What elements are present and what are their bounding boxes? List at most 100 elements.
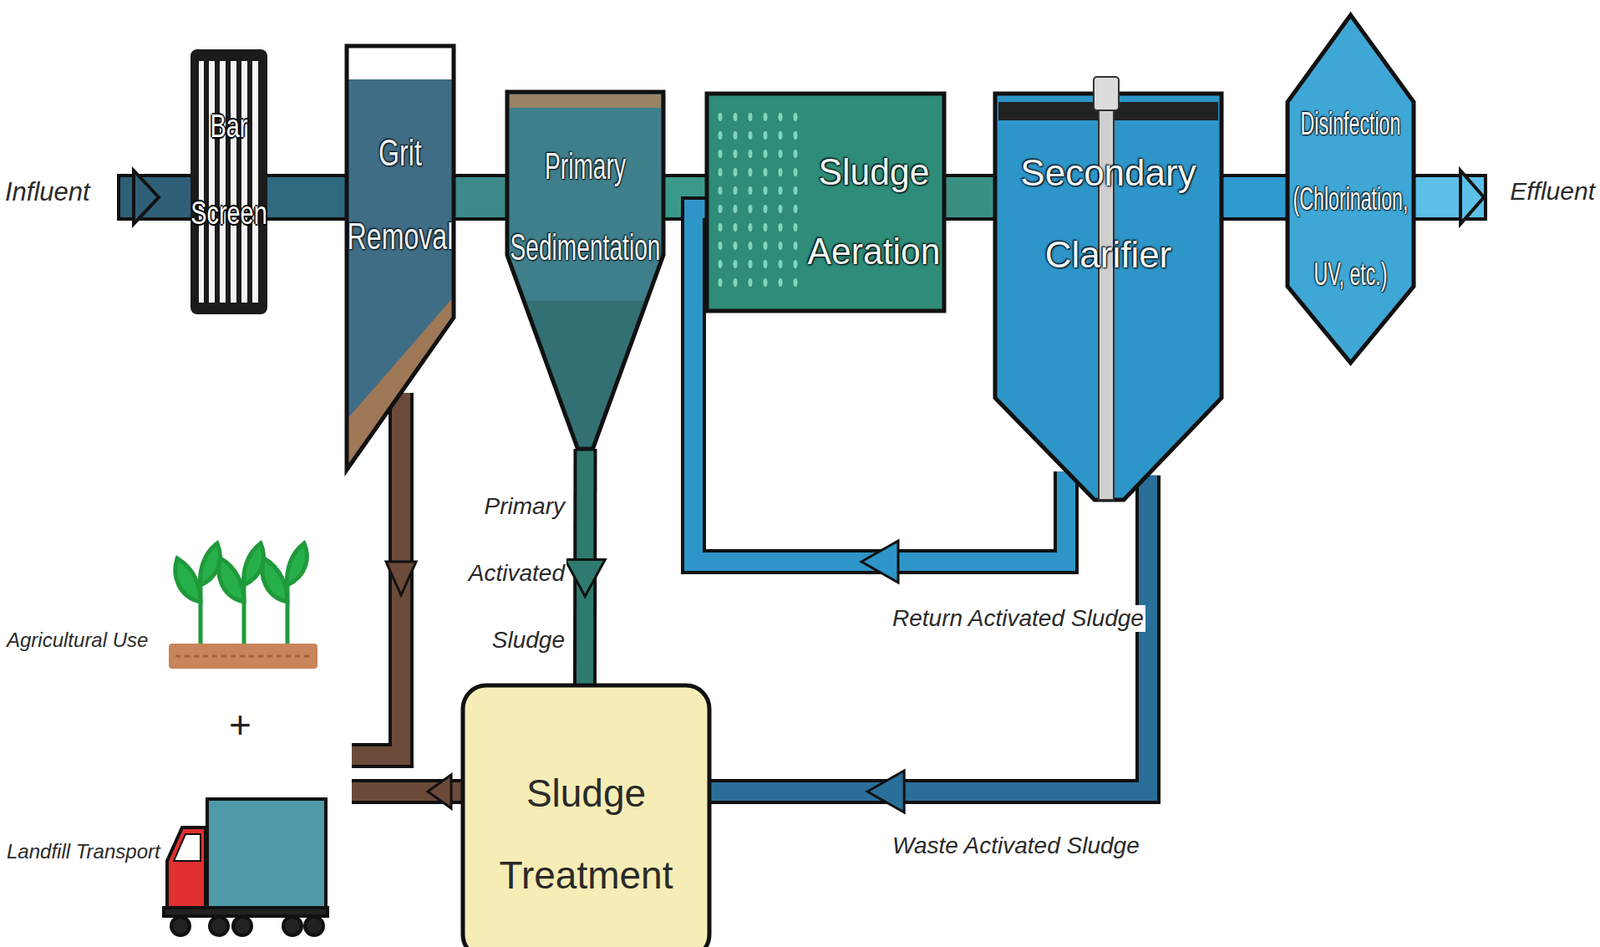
shape-part bbox=[778, 241, 783, 250]
shape-part bbox=[507, 91, 664, 449]
disinfection-hexagon: Disinfection (Chlorination, UV, etc.) bbox=[1287, 15, 1414, 363]
node-label: Bar Screen bbox=[190, 82, 268, 257]
shape-part bbox=[778, 204, 783, 214]
shape-part bbox=[748, 204, 753, 214]
shape-part bbox=[748, 223, 753, 232]
pipe-connector bbox=[1221, 197, 1288, 199]
shape-part bbox=[763, 112, 768, 122]
shape-part bbox=[523, 300, 647, 449]
shape-part bbox=[718, 131, 723, 140]
plain-label: Influent bbox=[5, 177, 91, 208]
influent-pipe bbox=[116, 170, 191, 224]
shape-part bbox=[778, 112, 783, 122]
shape-part bbox=[763, 259, 768, 269]
shape-part bbox=[462, 685, 710, 947]
shape-part bbox=[763, 204, 768, 214]
shape-part bbox=[733, 112, 738, 122]
shape-part bbox=[763, 223, 768, 232]
shape-part bbox=[748, 149, 753, 158]
pipe-outline bbox=[944, 173, 996, 221]
shape-part bbox=[793, 167, 798, 177]
pipe-outline bbox=[453, 173, 508, 221]
bar-screen-outline bbox=[190, 49, 268, 315]
shape-part bbox=[198, 60, 260, 303]
shape-part bbox=[748, 131, 753, 140]
shape-part bbox=[346, 79, 454, 470]
node-label: Secondary Clarifier bbox=[995, 132, 1222, 296]
arrow-head bbox=[861, 540, 899, 583]
pipe-fill bbox=[944, 177, 996, 218]
pipe-fill bbox=[453, 177, 508, 218]
shape-part bbox=[190, 49, 268, 315]
shape-part bbox=[733, 241, 738, 250]
shape-part bbox=[778, 278, 783, 287]
sedimentation-tank: Primary Sedimentation bbox=[507, 91, 664, 449]
shape-part bbox=[748, 278, 753, 287]
arrow-head bbox=[867, 770, 905, 813]
shape-part bbox=[1098, 76, 1114, 500]
shape-part bbox=[733, 131, 738, 140]
shape-part bbox=[748, 167, 753, 177]
treatment-box: Sludge Treatment bbox=[461, 683, 712, 947]
shape-part bbox=[778, 167, 783, 177]
shape-part bbox=[793, 186, 798, 195]
pipe-outline bbox=[267, 173, 347, 221]
shape-part bbox=[793, 223, 798, 232]
shape-part bbox=[733, 259, 738, 269]
sludge-outflow-pipe bbox=[351, 774, 462, 808]
clarifier-tank: Secondary Clarifier bbox=[995, 93, 1222, 500]
pipe-connector bbox=[711, 475, 1148, 813]
pipe-fill bbox=[711, 475, 1148, 792]
shape-part bbox=[793, 149, 798, 158]
shape-part bbox=[748, 112, 753, 122]
shape-part bbox=[509, 94, 661, 108]
shape-part bbox=[718, 204, 723, 214]
shape-part bbox=[733, 186, 738, 195]
shape-part bbox=[706, 93, 945, 311]
treatment-box-outline bbox=[461, 683, 712, 947]
shape-part bbox=[203, 60, 209, 303]
pipe-connector bbox=[564, 448, 605, 684]
shape-part bbox=[733, 149, 738, 158]
plain-label: Landfill Transport bbox=[6, 839, 161, 864]
shape-part bbox=[718, 259, 723, 269]
agricultural-icon bbox=[168, 543, 318, 669]
shape-part bbox=[225, 60, 231, 303]
shape-part bbox=[748, 186, 753, 195]
shape-part bbox=[718, 149, 723, 158]
shape-part bbox=[778, 259, 783, 269]
plain-label: + bbox=[228, 701, 252, 747]
shape-part bbox=[748, 241, 753, 250]
shape-part bbox=[793, 204, 798, 214]
shape-part bbox=[706, 93, 945, 311]
pipe-connector bbox=[267, 197, 347, 199]
shape-part bbox=[733, 167, 738, 177]
shape-part bbox=[346, 45, 454, 470]
shape-part bbox=[733, 278, 738, 287]
shape-part bbox=[763, 186, 768, 195]
plain-label: Agricultural Use bbox=[6, 628, 148, 652]
grit-tank-outline bbox=[346, 45, 454, 470]
shape-part bbox=[1287, 15, 1414, 363]
shape-part bbox=[748, 259, 753, 269]
plain-label: Effluent bbox=[1509, 177, 1595, 206]
node-label: Primary Sedimentation bbox=[507, 125, 664, 288]
shape-part bbox=[763, 278, 768, 287]
node-label: Grit Removal bbox=[346, 111, 454, 279]
arrow-head bbox=[564, 559, 605, 597]
bar-screen: Bar Screen bbox=[190, 49, 268, 315]
node-label: Disinfection (Chlorination, UV, etc.) bbox=[1290, 86, 1411, 312]
shape-part bbox=[507, 91, 664, 449]
edge-label: Primary Activated Sludge bbox=[437, 472, 567, 674]
shape-part bbox=[214, 60, 220, 303]
shape-part bbox=[718, 112, 723, 122]
pipe-outline bbox=[1221, 173, 1288, 221]
edge-label: Return Activated Sludge bbox=[890, 604, 1146, 632]
truck-icon bbox=[163, 798, 328, 935]
shape-part bbox=[718, 223, 723, 232]
pipe-fill bbox=[1221, 177, 1288, 218]
pipe-outline bbox=[711, 475, 1148, 792]
pipe-connector bbox=[944, 197, 996, 199]
shape-part bbox=[763, 241, 768, 250]
